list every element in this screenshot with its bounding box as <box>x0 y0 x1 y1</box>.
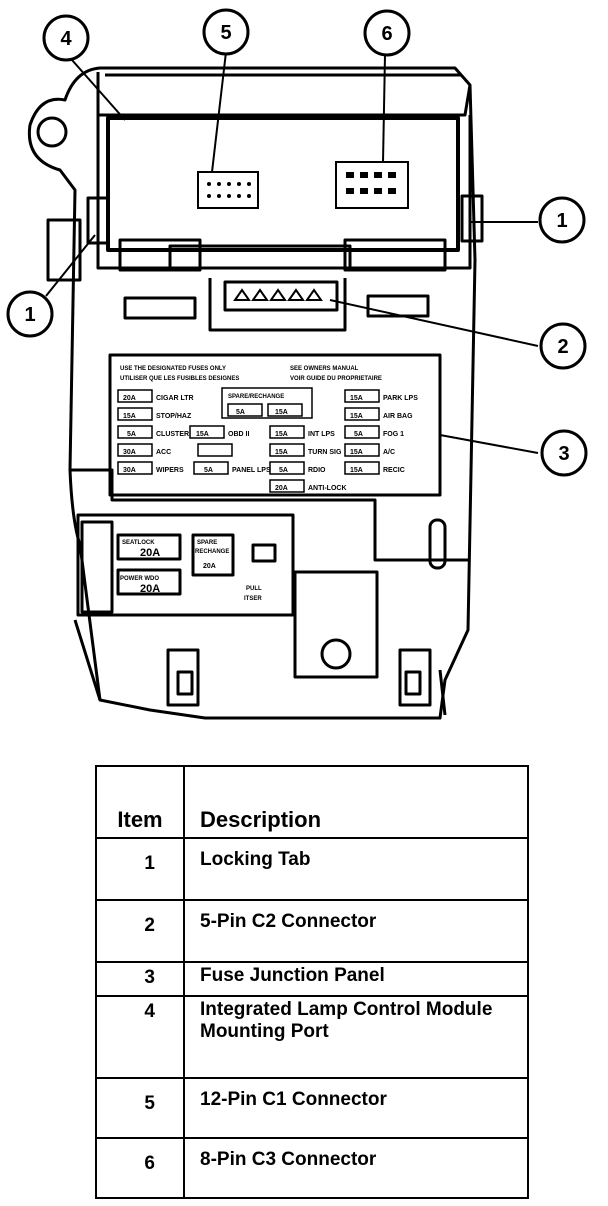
legend-item-number: 3 <box>95 961 185 997</box>
spare-lower-amp: 20A <box>203 563 216 570</box>
fuse-left-3-label: CLUSTER <box>156 431 189 438</box>
fuse-center-2-label: TURN SIG <box>308 449 342 456</box>
callout-3 <box>540 429 588 477</box>
legend-item-number: 4 <box>95 995 185 1079</box>
fuse-left-1-amp: 20A <box>123 395 136 402</box>
fuse-left-4-label: ACC <box>156 449 171 456</box>
callout-1-right <box>538 196 586 244</box>
callout-4-text: 4 <box>60 28 72 50</box>
fuse-right-5-label: RECIC <box>383 467 405 474</box>
legend-row: 5 12-Pin C1 Connector <box>95 1077 529 1139</box>
powerwdo-amp: 20A <box>140 583 160 595</box>
fuse-center-1-label: INT LPS <box>308 431 335 438</box>
fuse-mid-3-amp: 5A <box>204 467 213 474</box>
spare-label: SPARE/RECHANGE <box>228 394 284 400</box>
pull-label-2: ITSER <box>244 596 262 602</box>
legend-item-number: 6 <box>95 1137 185 1199</box>
fuse-center-3-amp: 5A <box>279 467 288 474</box>
legend-item-description: 12-Pin C1 Connector <box>183 1077 529 1139</box>
callout-1-right-text: 1 <box>556 210 567 232</box>
panel-header-2: SEE OWNERS MANUAL <box>290 366 359 372</box>
legend-item-number: 5 <box>95 1077 185 1139</box>
fuse-right-3-label: FOG 1 <box>383 431 404 438</box>
powerwdo-label: POWER WDO <box>120 576 159 582</box>
fuse-mid-1-label: OBD II <box>228 431 249 438</box>
fuse-left-5-amp: 30A <box>123 467 136 474</box>
fuse-left-1-label: CIGAR LTR <box>156 395 194 402</box>
seatlock-amp: 20A <box>140 547 160 559</box>
callout-3-text: 3 <box>558 443 569 465</box>
fuse-left-2-amp: 15A <box>123 413 136 420</box>
fuse-center-2-amp: 15A <box>275 449 288 456</box>
fuse-center-4-amp: 20A <box>275 485 288 492</box>
fuse-left-2-label: STOP/HAZ <box>156 413 192 420</box>
legend-header-item: Item <box>95 765 185 839</box>
legend-row: 3 Fuse Junction Panel <box>95 961 529 997</box>
fuse-center-1-amp: 15A <box>275 431 288 438</box>
housing-outline <box>27 66 477 720</box>
legend-item-number: 1 <box>95 837 185 901</box>
fuse-left-3-amp: 5A <box>127 431 136 438</box>
spare-lower-label-2: RECHANGE <box>195 549 229 555</box>
callout-1-left <box>6 290 54 338</box>
fuse-left-4-amp: 30A <box>123 449 136 456</box>
fuse-right-4-amp: 15A <box>350 449 363 456</box>
c2-connector <box>223 280 339 312</box>
legend-item-number: 2 <box>95 899 185 963</box>
fuse-box-diagram: USE THE DESIGNATED FUSES ONLY SEE OWNERS… <box>6 8 588 720</box>
callout-2 <box>539 322 587 370</box>
legend-row: 4 Integrated Lamp Control Module Mountin… <box>95 995 529 1079</box>
legend-row: 6 8-Pin C3 Connector <box>95 1137 529 1199</box>
panel-header-3: UTILISER QUE LES FUSIBLES DESIGNES <box>120 376 239 382</box>
module-mounting-port <box>106 116 460 252</box>
fuse-right-4-label: A/C <box>383 449 395 456</box>
fuse-right-1-amp: 15A <box>350 395 363 402</box>
spare-lower-label-1: SPARE <box>197 540 217 546</box>
panel-header-1: USE THE DESIGNATED FUSES ONLY <box>120 366 226 372</box>
c1-connector <box>197 171 259 209</box>
locking-tab-right <box>460 194 484 243</box>
panel-header-4: VOIR GUIDE DU PROPRIETAIRE <box>290 376 382 382</box>
fuse-mid-3-label: PANEL LPS <box>232 467 271 474</box>
fuse-right-5-amp: 15A <box>350 467 363 474</box>
fuse-right-2-label: AIR BAG <box>383 413 413 420</box>
legend-item-description: Locking Tab <box>183 837 529 901</box>
locking-tab-left <box>86 196 110 245</box>
callout-5 <box>202 8 250 56</box>
fuse-right-2-amp: 15A <box>350 413 363 420</box>
callout-4 <box>42 14 90 62</box>
fuse-left-5-label: WIPERS <box>156 467 184 474</box>
legend-row: 2 5-Pin C2 Connector <box>95 899 529 963</box>
legend-row: 1 Locking Tab <box>95 837 529 901</box>
callout-6-text: 6 <box>381 23 392 45</box>
legend-item-description: Fuse Junction Panel <box>183 961 529 997</box>
legend-table: Item Description 1 Locking Tab 2 5-Pin C… <box>95 765 529 1199</box>
fuse-center-3-label: RDIO <box>308 467 326 474</box>
lower-fuse-module <box>76 513 295 617</box>
legend-item-description: 8-Pin C3 Connector <box>183 1137 529 1199</box>
seatlock-label: SEATLOCK <box>122 540 155 546</box>
pull-label-1: PULL <box>246 586 262 592</box>
spare-amp-2: 15A <box>275 409 288 416</box>
legend-item-description: Integrated Lamp Control Module Mounting … <box>183 995 529 1079</box>
mounting-hole <box>36 116 68 148</box>
callout-6 <box>363 9 411 57</box>
legend-item-description: 5-Pin C2 Connector <box>183 899 529 963</box>
fuse-right-1-label: PARK LPS <box>383 395 418 402</box>
callout-1-left-text: 1 <box>24 304 35 326</box>
callout-5-text: 5 <box>220 22 231 44</box>
fuse-junction-panel-outline <box>108 353 442 497</box>
fuse-mid-1-amp: 15A <box>196 431 209 438</box>
fuse-right-3-amp: 5A <box>354 431 363 438</box>
spare-amp-1: 5A <box>236 409 245 416</box>
callout-2-text: 2 <box>557 336 568 358</box>
legend-header-description: Description <box>183 765 529 839</box>
fuse-center-4-label: ANTI-LOCK <box>308 485 347 492</box>
